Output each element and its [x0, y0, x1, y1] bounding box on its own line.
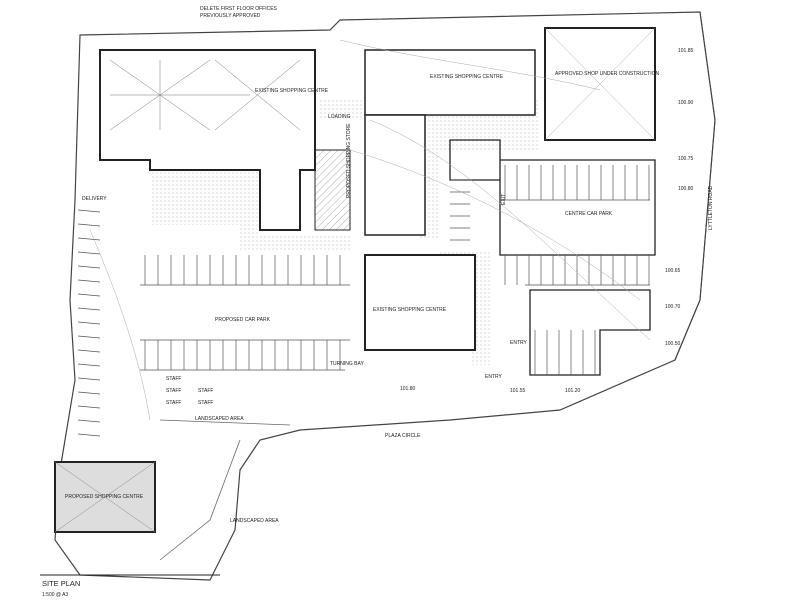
level-8: 101.80: [400, 386, 416, 392]
right-building: [449, 139, 656, 256]
label-landscaped-2: LANDSCAPED AREA: [230, 518, 279, 524]
parking-bay-line: [77, 237, 101, 241]
label-lyttleton-road: LYTTLETON ROAD: [708, 185, 714, 230]
parking-bay-line: [77, 335, 101, 339]
parking-bay-line: [77, 391, 101, 395]
label-turning-bay: TURNING BAY: [330, 361, 364, 367]
label-staff-3: STAFF: [166, 400, 181, 406]
label-approved-shop: APPROVED SHOP UNDER CONSTRUCTION: [555, 71, 659, 77]
title-site-plan: SITE PLAN: [42, 579, 80, 588]
level-1: 101.85: [678, 48, 694, 54]
label-loading: LOADING: [328, 114, 351, 120]
label-existing-centre-3: EXISTING SHOPPING CENTRE: [373, 307, 447, 313]
proposed-car-park-bays: [77, 209, 350, 437]
level-9: 101.55: [510, 388, 526, 394]
note-line-2: PREVIOUSLY APPROVED: [200, 13, 261, 19]
label-plaza-circle: PLAZA CIRCLE: [385, 433, 421, 439]
parking-bay-line: [77, 293, 101, 297]
parking-bay-line: [77, 321, 101, 325]
parking-bay-line: [77, 209, 101, 213]
label-staff-2: STAFF: [166, 388, 181, 394]
label-proposed-centre: PROPOSED SHOPPING CENTRE: [65, 494, 144, 500]
label-entry-2: ENTRY: [485, 374, 503, 380]
parking-bay-line: [77, 223, 101, 227]
label-proposed-car-park: PROPOSED CAR PARK: [215, 317, 271, 323]
label-staff-4: STAFF: [198, 388, 213, 394]
level-6: 100.70: [665, 304, 681, 310]
level-2: 100.90: [678, 100, 694, 106]
label-landscaped-1: LANDSCAPED AREA: [195, 416, 244, 422]
road-edge: [159, 419, 291, 561]
level-3: 100.75: [678, 156, 694, 162]
existing-shopping-centre-2: [364, 49, 536, 116]
label-delivery: DELIVERY: [82, 196, 107, 202]
level-7: 100.50: [665, 341, 681, 347]
parking-bay-line: [77, 307, 101, 311]
label-proposed-store: PROPOSED SHOPPING STORE: [346, 123, 352, 198]
label-entry-1: ENTRY: [510, 340, 528, 346]
title-scale: 1:500 @ A3: [42, 592, 68, 598]
contour-lines: [89, 39, 651, 421]
label-exit: EXIT: [501, 194, 507, 205]
label-existing-centre-2: EXISTING SHOPPING CENTRE: [430, 74, 504, 80]
existing-shopping-centre-3: [364, 254, 476, 351]
level-4: 100.80: [678, 186, 694, 192]
label-staff-1: STAFF: [166, 376, 181, 382]
parking-bay-line: [77, 377, 101, 381]
parking-bay-line: [77, 405, 101, 409]
label-staff-5: STAFF: [198, 400, 213, 406]
level-5: 100.65: [665, 268, 681, 274]
parking-bay-line: [77, 279, 101, 283]
parking-bay-line: [77, 419, 101, 423]
label-existing-centre-1: EXISTING SHOPPING CENTRE: [255, 88, 329, 94]
parking-bay-line: [77, 265, 101, 269]
level-10: 101.20: [565, 388, 581, 394]
centre-car-park-bays: [450, 165, 650, 375]
parking-bay-line: [77, 363, 101, 367]
parking-bay-line: [77, 349, 101, 353]
label-centre-car-park: CENTRE CAR PARK: [565, 211, 613, 217]
parking-bay-line: [77, 251, 101, 255]
parking-bay-line: [77, 433, 101, 437]
note-line-1: DELETE FIRST FLOOR OFFICES: [200, 6, 278, 12]
